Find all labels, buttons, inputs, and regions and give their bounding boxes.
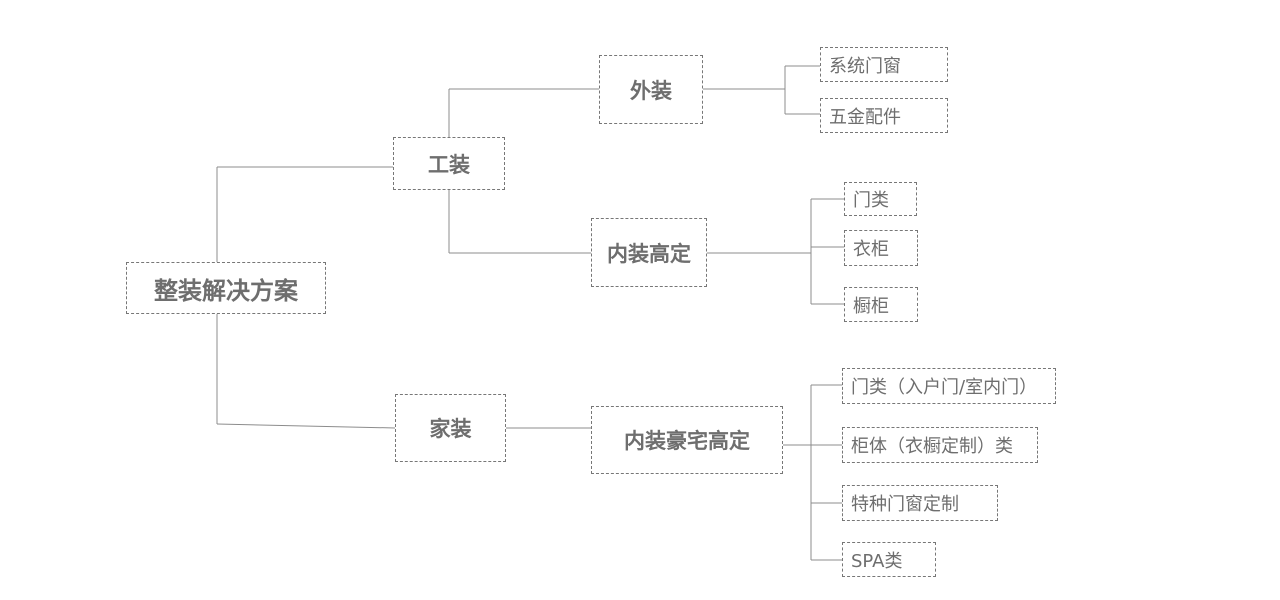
subbranch-node-neizhuang-gaoding: 内装高定 — [591, 218, 707, 287]
leaf-node-spa-lei: SPA类 — [842, 542, 936, 577]
leaf-node-yigui: 衣柜 — [844, 230, 918, 266]
subbranch-node-neizhuang-haozhai-gaoding: 内装豪宅高定 — [591, 406, 783, 474]
branch-node-jiazhuang: 家装 — [395, 394, 506, 462]
branch-node-gongzhuang: 工装 — [393, 137, 505, 190]
leaf-node-xitong-menchuang: 系统门窗 — [820, 47, 948, 82]
leaf-node-menlei: 门类 — [844, 182, 917, 216]
leaf-node-tezhong-menchuang-dingzhi: 特种门窗定制 — [842, 485, 998, 521]
root-node: 整装解决方案 — [126, 262, 326, 314]
leaf-node-chugui: 橱柜 — [844, 287, 918, 322]
subbranch-node-waizhuang: 外装 — [599, 55, 703, 124]
leaf-node-guiti-yichu-dingzhi: 柜体（衣橱定制）类 — [842, 427, 1038, 463]
leaf-node-wujin-peijian: 五金配件 — [820, 98, 948, 133]
leaf-node-menlei-ruhu-shinei: 门类（入户门/室内门） — [842, 368, 1056, 404]
